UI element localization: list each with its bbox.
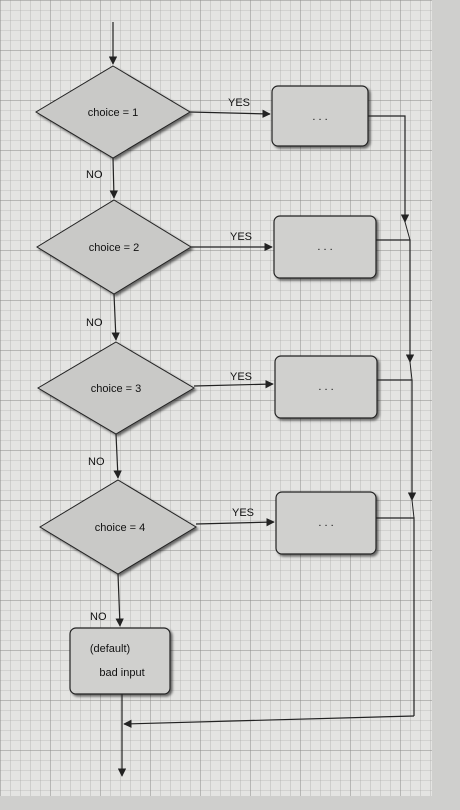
yes-label-2: YES [230, 231, 252, 243]
default-box-line2: bad input [99, 667, 144, 679]
no-label-4: NO [90, 611, 107, 623]
merge-return-arrow [123, 715, 415, 728]
decision-1: choice = 1 [35, 65, 191, 159]
no-arrow-3 [113, 433, 122, 479]
no-arrow-1 [109, 157, 119, 199]
no-label-1: NO [86, 169, 103, 181]
merge-line-1 [368, 115, 410, 223]
no-arrow-4 [115, 573, 124, 627]
action-box-1-label: . . . [312, 111, 327, 123]
page-bottom-edge [0, 796, 432, 810]
action-box-4-rect [275, 491, 377, 555]
default-box: (default) bad input [69, 627, 171, 695]
yes-arrow-3 [193, 379, 274, 389]
default-box-line1: (default) [90, 643, 130, 655]
action-box-2-rect [273, 215, 377, 279]
action-box-3-label: . . . [318, 381, 333, 393]
decision-3: choice = 3 [37, 341, 195, 435]
no-arrow-2 [111, 293, 120, 341]
merge-join-1 [404, 221, 411, 241]
action-box-4: . . . [275, 491, 377, 555]
decision-4-label: choice = 4 [95, 522, 145, 534]
merge-join-3 [411, 499, 415, 519]
action-box-1: . . . [271, 85, 369, 147]
yes-label-4: YES [232, 507, 254, 519]
action-box-4-label: . . . [318, 517, 333, 529]
decision-3-label: choice = 3 [91, 383, 141, 395]
decision-1-label: choice = 1 [88, 107, 138, 119]
page-edge [432, 0, 460, 810]
yes-arrow-1 [189, 109, 271, 119]
action-box-2-label: . . . [317, 241, 332, 253]
no-label-2: NO [86, 317, 103, 329]
action-box-3-rect [274, 355, 378, 419]
action-box-2: . . . [273, 215, 377, 279]
decision-2-label: choice = 2 [89, 242, 139, 254]
yes-label-3: YES [230, 371, 252, 383]
merge-join-2 [409, 361, 413, 381]
no-label-3: NO [88, 456, 105, 468]
yes-label-1: YES [228, 97, 250, 109]
yes-arrow-4 [195, 517, 275, 527]
default-box-rect [69, 627, 171, 695]
action-box-3: . . . [274, 355, 378, 419]
